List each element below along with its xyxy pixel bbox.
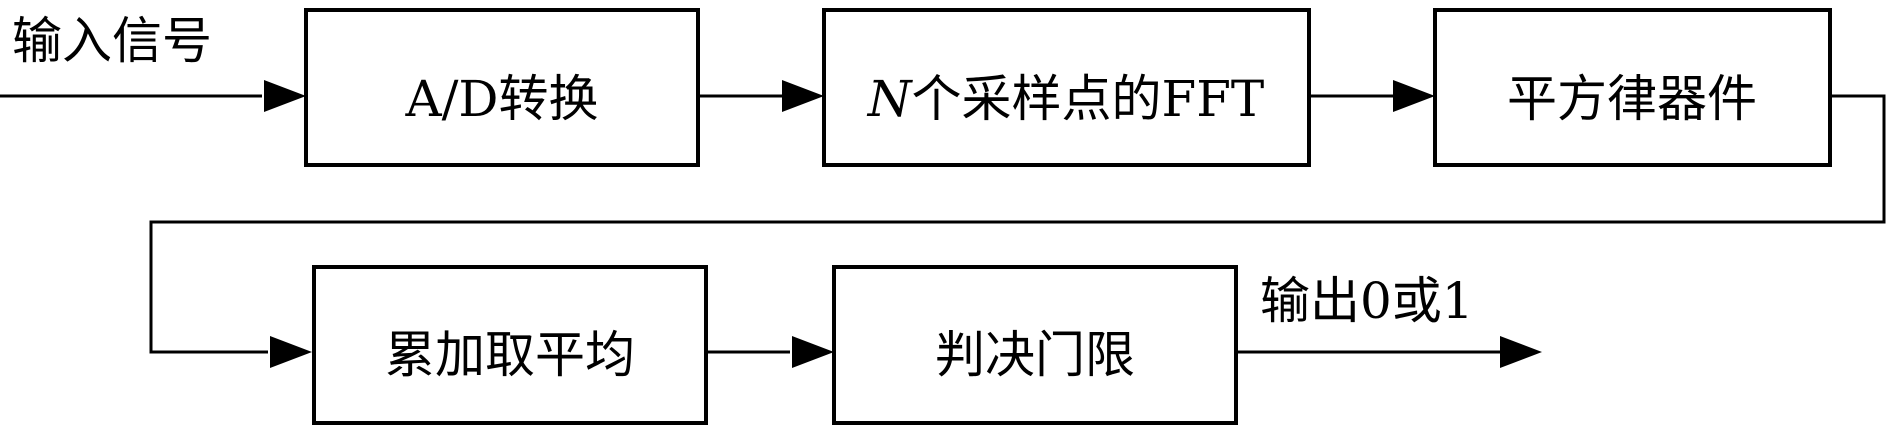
decision-threshold-block bbox=[832, 265, 1238, 425]
decision-threshold-label: 判决门限 bbox=[935, 326, 1135, 384]
square-law-label: 平方律器件 bbox=[1507, 70, 1757, 128]
arrowhead-to-square bbox=[1393, 80, 1435, 112]
output-label: 输出0或1 bbox=[1260, 272, 1474, 330]
input-signal-label: 输入信号 bbox=[12, 12, 212, 70]
ad-converter-label: A/D转换 bbox=[404, 70, 598, 128]
arrowhead-to-decision bbox=[792, 336, 834, 368]
return-wire bbox=[149, 94, 1886, 354]
arrowhead-to-accum bbox=[270, 336, 312, 368]
fft-label-text: 个采样点的FFT bbox=[912, 70, 1265, 128]
output-arrowhead bbox=[1500, 336, 1542, 368]
arrowhead-to-fft bbox=[782, 80, 824, 112]
fft-label: N个采样点的FFT bbox=[867, 70, 1264, 128]
square-law-block bbox=[1433, 8, 1832, 167]
ad-converter-block bbox=[304, 8, 700, 167]
accumulate-average-block bbox=[312, 265, 708, 425]
fft-label-variable: N bbox=[867, 70, 914, 128]
arrowhead-to-ad bbox=[264, 80, 306, 112]
fft-block bbox=[822, 8, 1311, 167]
accumulate-average-label: 累加取平均 bbox=[385, 326, 635, 384]
